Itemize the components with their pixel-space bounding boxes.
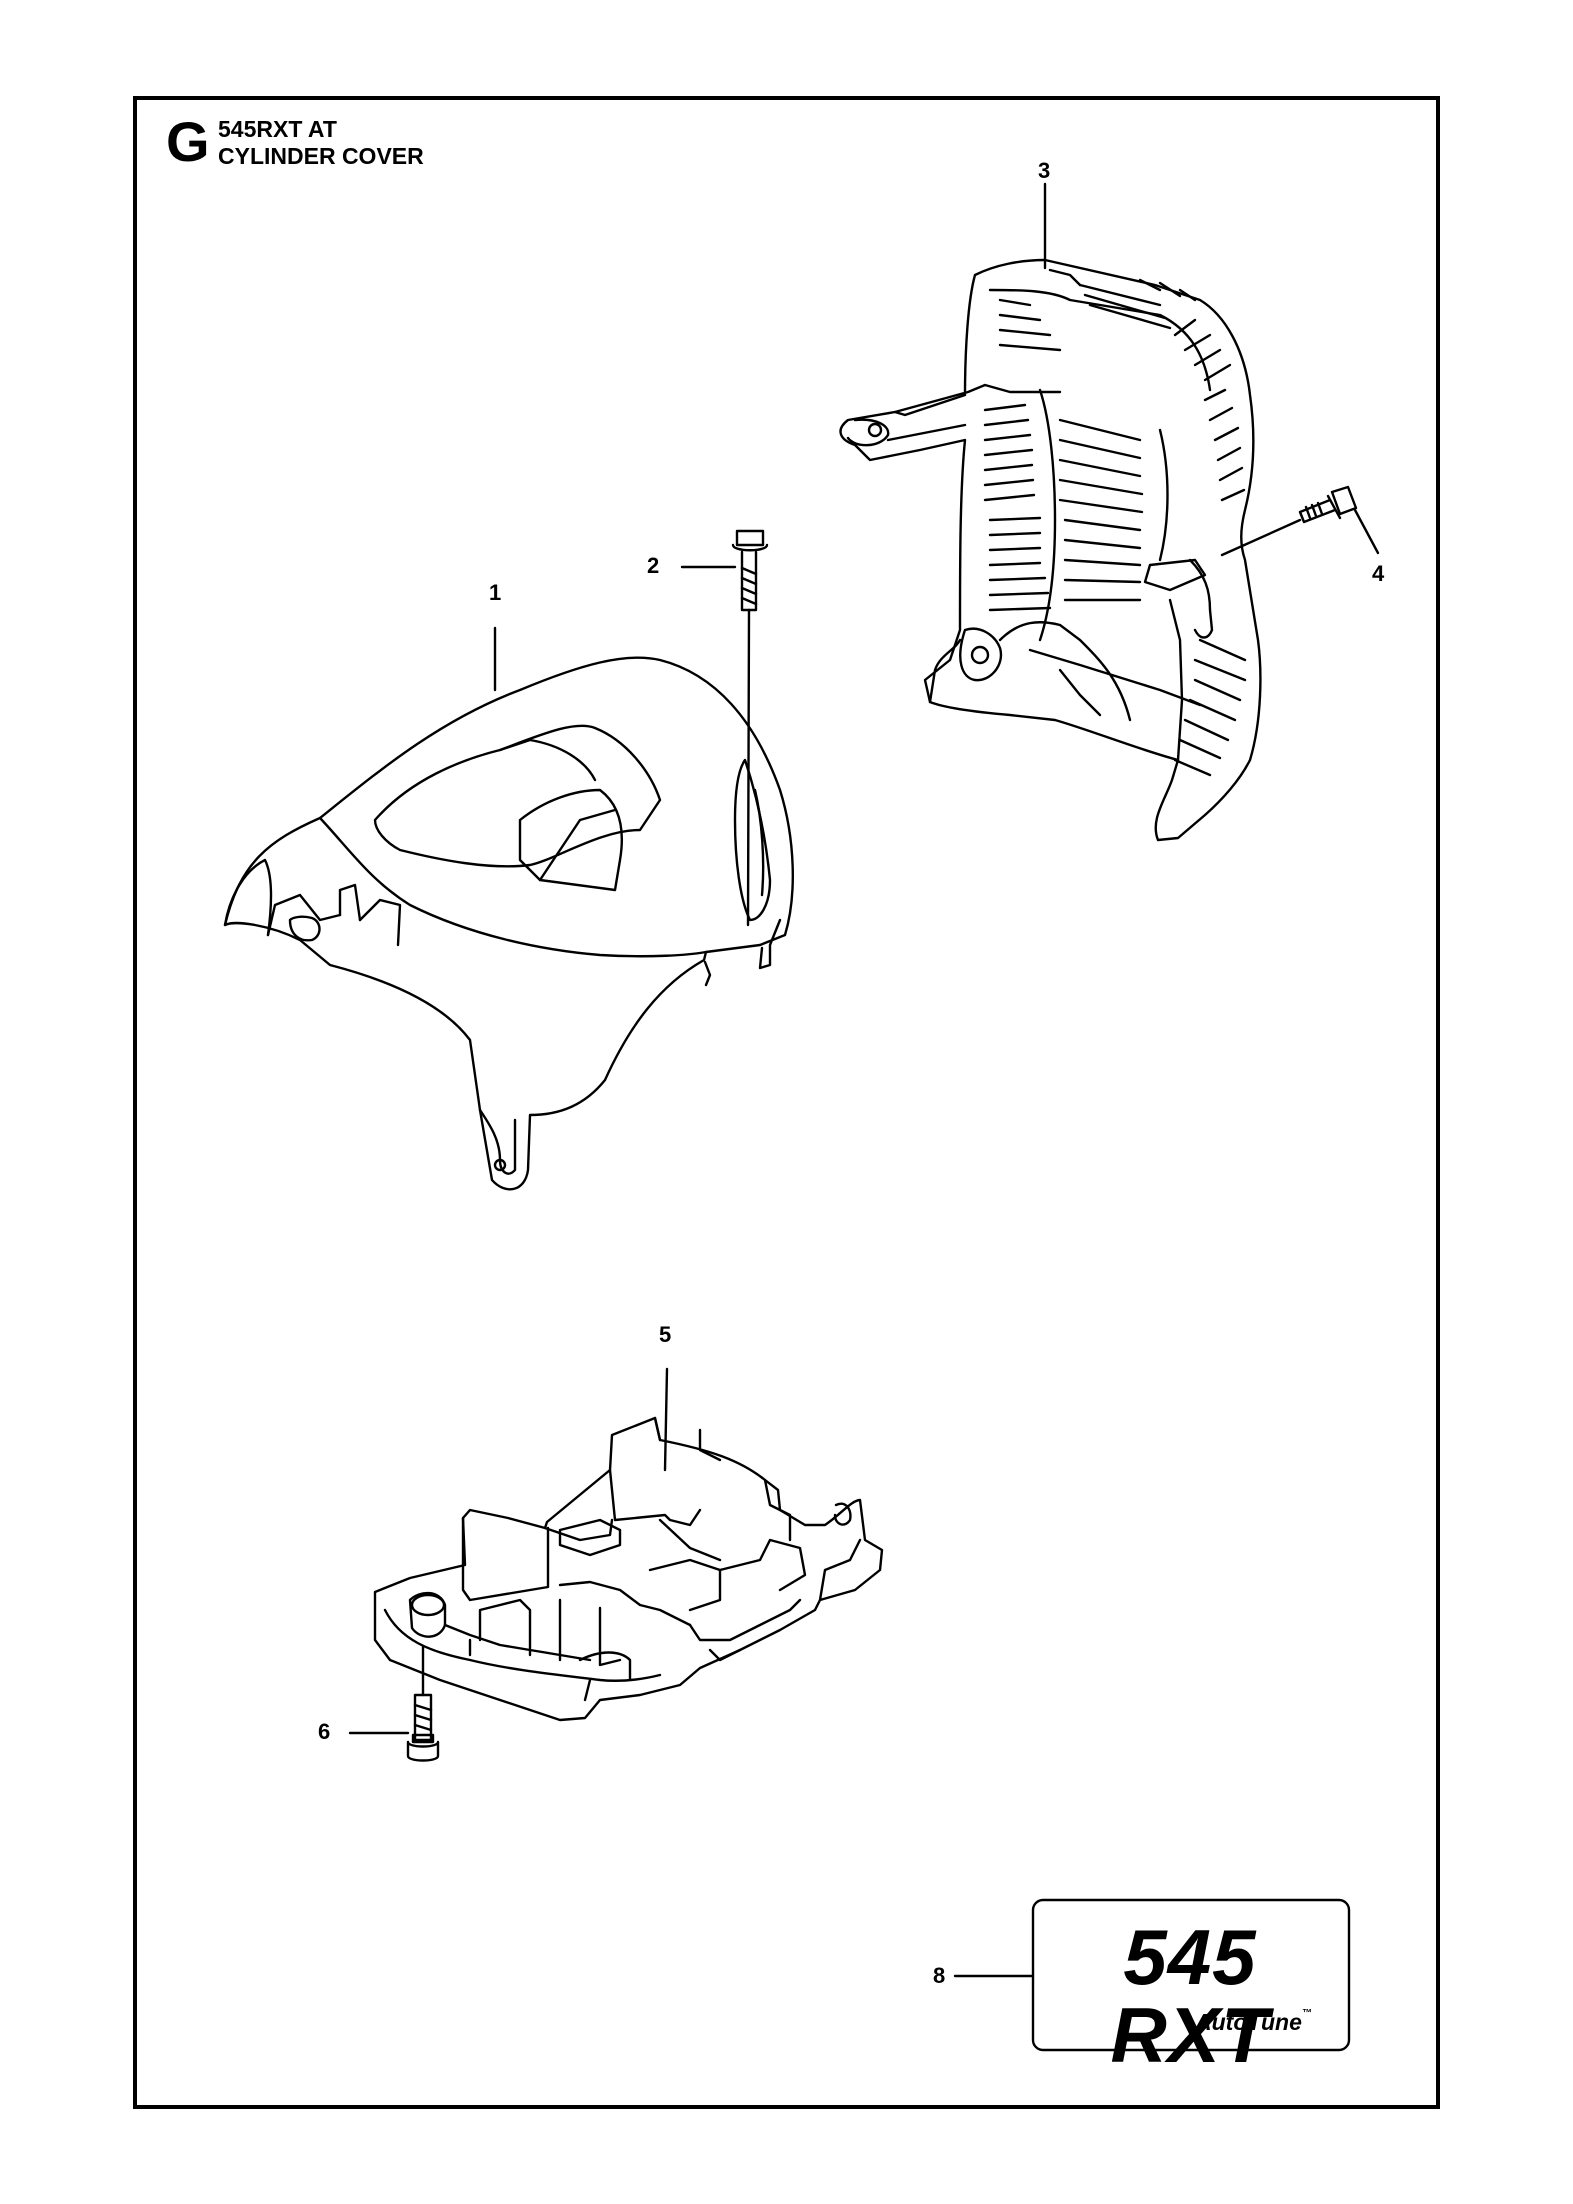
part-3-housing — [839, 258, 1262, 842]
model-title: 545RXT AT — [218, 116, 337, 142]
callout-3: 3 — [1038, 158, 1051, 183]
part-5-base-plate — [373, 1416, 884, 1722]
leader-lines — [348, 182, 1380, 1978]
callout-8: 8 — [933, 1963, 946, 1988]
callout-6: 6 — [318, 1719, 331, 1744]
decal-model-text: 545 RXT — [1110, 1913, 1270, 2079]
drawing-frame — [133, 96, 1440, 2109]
decal-sub-text: AutoTune — [1195, 2009, 1302, 2035]
part-2-screw — [731, 529, 769, 927]
callout-1: 1 — [489, 580, 502, 605]
callout-2: 2 — [647, 553, 660, 578]
decal-outline — [1031, 1898, 1351, 2052]
section-title: CYLINDER COVER — [218, 143, 424, 169]
part-1-cylinder-cover — [223, 656, 794, 1191]
part-4-screw — [1220, 485, 1358, 557]
trademark-symbol: ™ — [1301, 2008, 1312, 2019]
callout-5: 5 — [659, 1322, 672, 1347]
section-letter: G — [166, 110, 210, 173]
callout-4: 4 — [1372, 561, 1385, 586]
part-6-screw — [406, 1644, 440, 1762]
decal-autotune: AutoTune™ — [1195, 2008, 1312, 2035]
